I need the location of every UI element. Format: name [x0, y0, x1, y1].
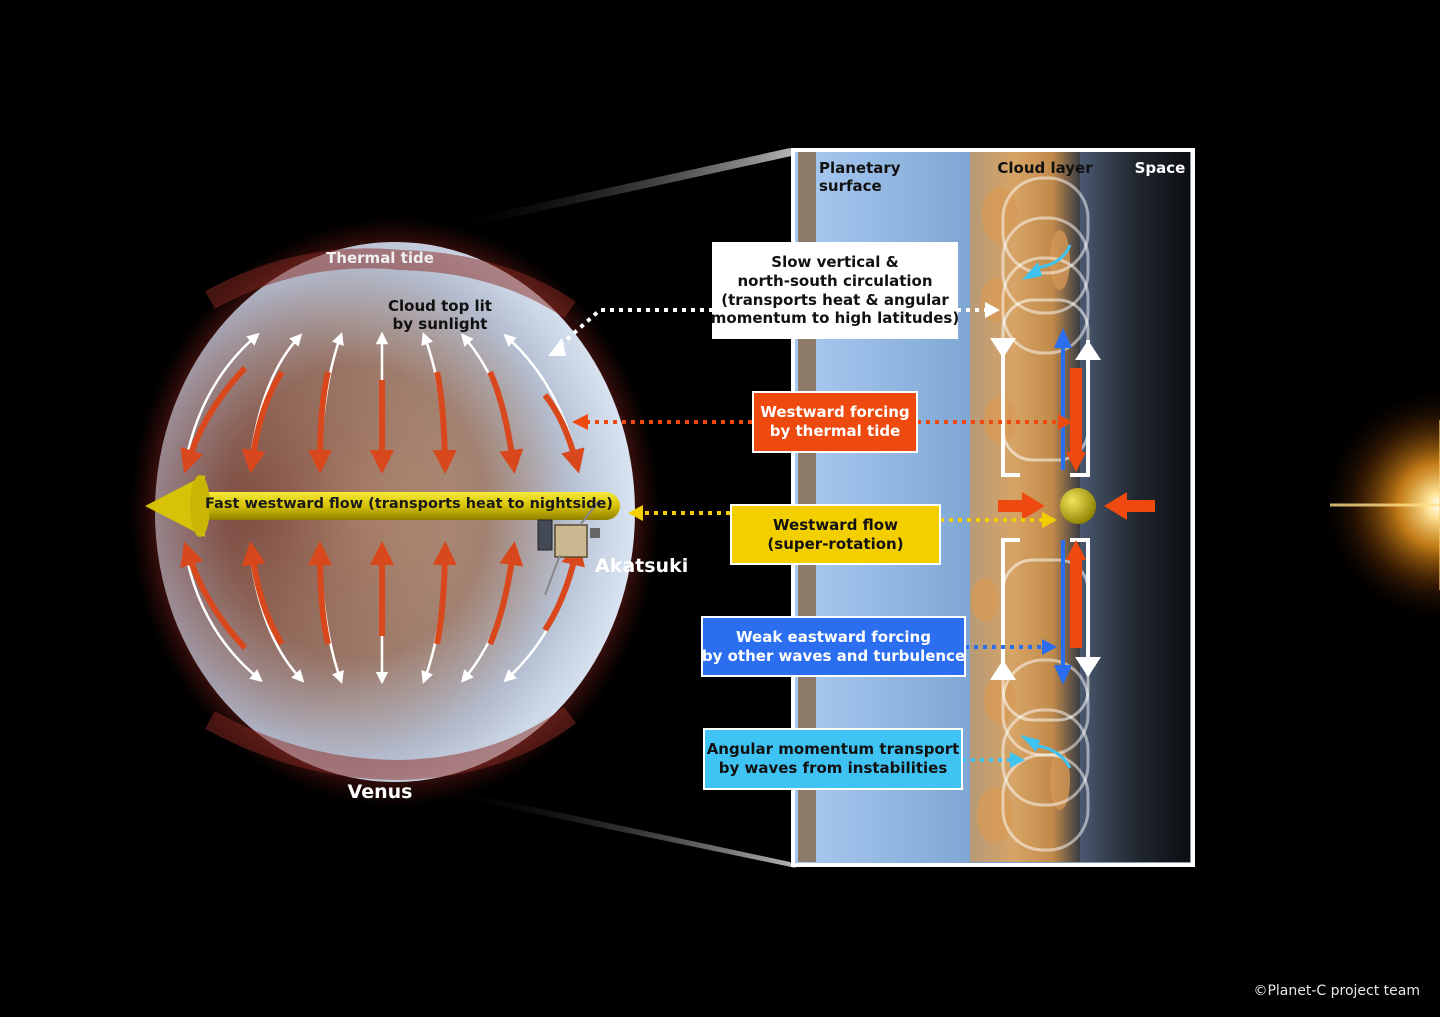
- slow-circulation-line-4: momentum to high latitudes): [710, 309, 960, 328]
- westward-forcing-callout: Westward forcing by thermal tide: [752, 391, 918, 453]
- credit-label: ©Planet-C project team: [1253, 983, 1420, 999]
- angular-momentum-callout: Angular momentum transport by waves from…: [703, 728, 963, 790]
- cloud-layer-label: Cloud layer: [997, 159, 1093, 177]
- slow-circulation-line-2: north-south circulation: [737, 271, 933, 290]
- cloud-top-label-line-2: by sunlight: [392, 315, 488, 333]
- eastward-forcing-callout: Weak eastward forcing by other waves and…: [701, 616, 966, 677]
- eastward-forcing-line-2: by other waves and turbulence: [701, 646, 966, 665]
- cloud-top-label: Cloud top lit by sunlight: [370, 297, 510, 333]
- sun: [1320, 385, 1440, 625]
- akatsuki-label: Akatsuki: [595, 555, 689, 577]
- slow-circulation-line-1: Slow vertical &: [771, 253, 899, 271]
- angular-momentum-line-1: Angular momentum transport: [706, 740, 960, 759]
- slow-circulation-callout: Slow vertical & north-south circulation …: [710, 242, 960, 339]
- akatsuki-spacecraft: [537, 499, 601, 596]
- angular-momentum-line-2: by waves from instabilities: [718, 759, 948, 777]
- fast-flow-label: Fast westward flow (transports heat to n…: [205, 496, 613, 512]
- lower-circulation-cells: [990, 538, 1101, 852]
- space-label: Space: [1134, 159, 1186, 177]
- westward-flow-callout: Westward flow (super-rotation): [730, 504, 941, 565]
- planetary-surface-label: Planetary surface: [819, 159, 929, 195]
- planetary-surface-label-line-1: Planetary: [819, 159, 901, 177]
- thermal-tide-label: Thermal tide: [326, 249, 434, 267]
- panel-forcing-arrows: [998, 244, 1155, 769]
- northern-meridional-arrows: [180, 331, 585, 474]
- cloud-top-label-line-1: Cloud top lit: [388, 297, 492, 315]
- venus-label: Venus: [347, 781, 413, 803]
- slow-circulation-line-3: (transports heat & angular: [721, 290, 949, 309]
- westward-forcing-line-2: by thermal tide: [769, 422, 901, 440]
- westward-forcing-line-1: Westward forcing: [760, 403, 910, 422]
- eastward-forcing-line-1: Weak eastward forcing: [736, 627, 931, 646]
- westward-flow-line-2: (super-rotation): [767, 534, 904, 553]
- westward-flow-line-1: Westward flow: [773, 515, 898, 534]
- connector-lines: [548, 302, 1072, 768]
- southern-meridional-arrows: [180, 541, 585, 685]
- upper-circulation-cells: [990, 176, 1101, 477]
- fast-westward-flow-arrow: [145, 475, 620, 537]
- planetary-surface-label-line-2: surface: [819, 177, 882, 195]
- zoom-beams: [440, 148, 796, 868]
